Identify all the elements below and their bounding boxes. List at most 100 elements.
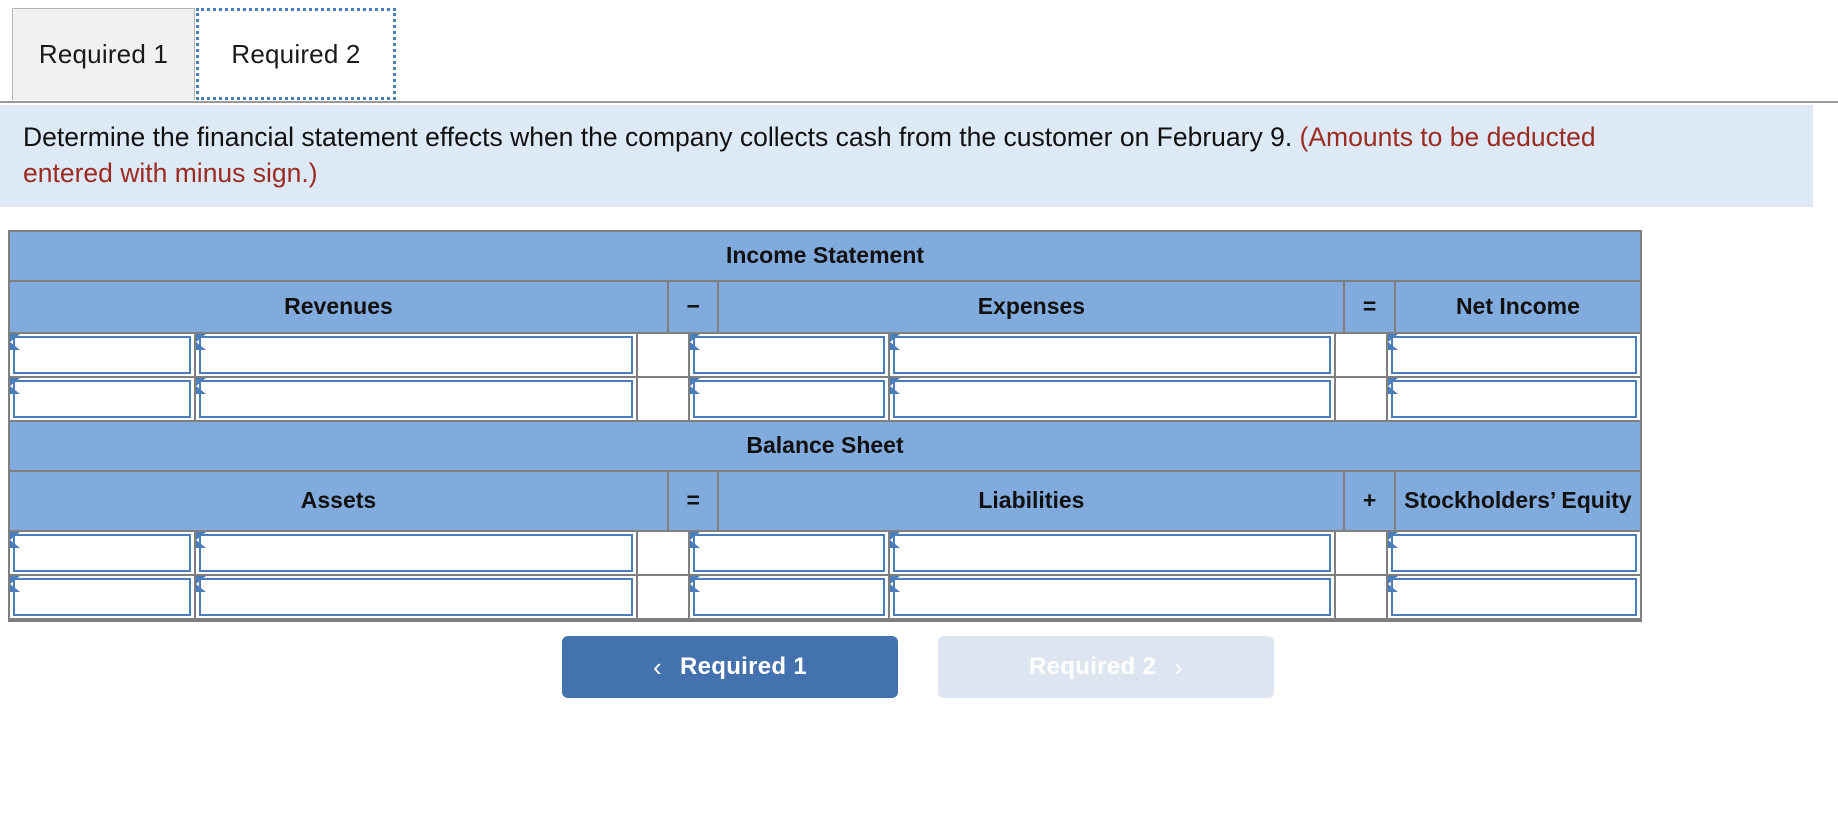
dropdown-caret-icon[interactable] xyxy=(196,532,206,548)
next-button-label: Required 2 xyxy=(1029,653,1157,680)
stockholders-equity-field-1[interactable] xyxy=(1391,534,1637,572)
revenue-account-select-2[interactable] xyxy=(10,378,196,422)
dropdown-caret-icon[interactable] xyxy=(196,576,206,592)
liability-amount-input-2[interactable] xyxy=(890,576,1336,620)
expense-amount-input-1[interactable] xyxy=(890,334,1336,378)
balance-sheet-header-row: Assets = Liabilities + Stockholders’ Equ… xyxy=(10,472,1641,532)
instruction-line-1: Determine the financial statement effect… xyxy=(23,119,1813,155)
asset-amount-input-1[interactable] xyxy=(196,532,638,576)
revenue-account-input-2[interactable] xyxy=(13,380,191,418)
instruction-text-black: Determine the financial statement effect… xyxy=(23,122,1300,152)
dropdown-caret-icon[interactable] xyxy=(1388,532,1398,548)
operator-minus-income: − xyxy=(668,282,720,334)
dropdown-caret-icon[interactable] xyxy=(890,334,900,350)
income-statement-title-row: Income Statement xyxy=(10,232,1640,282)
balance-sheet-title: Balance Sheet xyxy=(10,422,1640,472)
expense-account-select-1[interactable] xyxy=(690,334,890,378)
operator-cell-plus-bs-1 xyxy=(1336,532,1388,576)
column-header-assets: Assets xyxy=(10,472,669,532)
dropdown-caret-icon[interactable] xyxy=(1388,334,1398,350)
chevron-left-icon: ‹ xyxy=(653,651,662,682)
operator-cell-equals-bs-1 xyxy=(638,532,690,576)
dropdown-caret-icon[interactable] xyxy=(196,334,206,350)
income-statement-header-row: Revenues − Expenses = Net Income xyxy=(10,282,1641,334)
net-income-input-1[interactable] xyxy=(1388,334,1640,378)
net-income-input-2[interactable] xyxy=(1388,378,1640,422)
expense-amount-input-2[interactable] xyxy=(890,378,1336,422)
revenue-amount-input-1[interactable] xyxy=(196,334,638,378)
dropdown-caret-icon[interactable] xyxy=(10,334,20,350)
dropdown-caret-icon[interactable] xyxy=(690,576,700,592)
liability-account-input-1[interactable] xyxy=(693,534,885,572)
column-header-net-income: Net Income xyxy=(1395,282,1641,334)
net-income-field-2[interactable] xyxy=(1391,380,1637,418)
asset-account-select-2[interactable] xyxy=(10,576,196,620)
asset-amount-input-2[interactable] xyxy=(196,576,638,620)
column-header-stockholders-equity: Stockholders’ Equity xyxy=(1395,472,1641,532)
expense-account-select-2[interactable] xyxy=(690,378,890,422)
previous-button-label: Required 1 xyxy=(679,653,807,680)
operator-cell-equals-1 xyxy=(1336,334,1388,378)
dropdown-caret-icon[interactable] xyxy=(690,378,700,394)
asset-amount-field-1[interactable] xyxy=(199,534,633,572)
column-header-revenues: Revenues xyxy=(10,282,669,334)
dropdown-caret-icon[interactable] xyxy=(1388,576,1398,592)
revenue-amount-input-2[interactable] xyxy=(196,378,638,422)
net-income-field-1[interactable] xyxy=(1391,336,1637,374)
operator-equals-income: = xyxy=(1345,282,1396,334)
next-required-2-button[interactable]: Required 2 › xyxy=(938,636,1274,698)
expense-account-input-2[interactable] xyxy=(693,380,885,418)
dropdown-caret-icon[interactable] xyxy=(890,576,900,592)
dropdown-caret-icon[interactable] xyxy=(890,378,900,394)
revenue-account-input-1[interactable] xyxy=(13,336,191,374)
dropdown-caret-icon[interactable] xyxy=(10,532,20,548)
dropdown-caret-icon[interactable] xyxy=(890,532,900,548)
liability-account-select-1[interactable] xyxy=(690,532,890,576)
operator-plus-balance: + xyxy=(1345,472,1396,532)
liability-account-select-2[interactable] xyxy=(690,576,890,620)
asset-account-input-1[interactable] xyxy=(13,534,191,572)
dropdown-caret-icon[interactable] xyxy=(10,576,20,592)
asset-account-select-1[interactable] xyxy=(10,532,196,576)
instruction-banner: Determine the financial statement effect… xyxy=(0,105,1813,207)
stockholders-equity-input-1[interactable] xyxy=(1388,532,1640,576)
tab-required-1[interactable]: Required 1 xyxy=(12,8,195,100)
revenue-amount-field-1[interactable] xyxy=(199,336,633,374)
navigation-bar: ‹ Required 1 Required 2 › xyxy=(0,636,1838,698)
dropdown-caret-icon[interactable] xyxy=(196,378,206,394)
dropdown-caret-icon[interactable] xyxy=(10,378,20,394)
instruction-text-red-part-1: (Amounts to be deducted xyxy=(1299,122,1596,152)
operator-cell-minus-2 xyxy=(638,378,690,422)
stockholders-equity-input-2[interactable] xyxy=(1388,576,1640,620)
tab-bar: Required 1 Required 2 xyxy=(0,0,1838,103)
dropdown-caret-icon[interactable] xyxy=(690,532,700,548)
dropdown-caret-icon[interactable] xyxy=(690,334,700,350)
expense-amount-field-2[interactable] xyxy=(893,380,1331,418)
liability-amount-field-1[interactable] xyxy=(893,534,1331,572)
column-header-expenses: Expenses xyxy=(719,282,1346,334)
liability-amount-input-1[interactable] xyxy=(890,532,1336,576)
financial-statement-effects-table: Income Statement Revenues − Expenses = N… xyxy=(8,230,1642,622)
dropdown-caret-icon[interactable] xyxy=(1388,378,1398,394)
revenue-amount-field-2[interactable] xyxy=(199,380,633,418)
liability-account-input-2[interactable] xyxy=(693,578,885,616)
balance-sheet-row-2 xyxy=(10,576,1640,620)
balance-sheet-title-row: Balance Sheet xyxy=(10,422,1640,472)
liability-amount-field-2[interactable] xyxy=(893,578,1331,616)
expense-account-input-1[interactable] xyxy=(693,336,885,374)
stockholders-equity-field-2[interactable] xyxy=(1391,578,1637,616)
previous-required-1-button[interactable]: ‹ Required 1 xyxy=(562,636,898,698)
operator-cell-equals-bs-2 xyxy=(638,576,690,620)
asset-account-input-2[interactable] xyxy=(13,578,191,616)
operator-equals-balance: = xyxy=(668,472,720,532)
income-statement-row-1 xyxy=(10,334,1640,378)
tab-bar-divider xyxy=(0,101,1838,103)
revenue-account-select-1[interactable] xyxy=(10,334,196,378)
operator-cell-equals-2 xyxy=(1336,378,1388,422)
asset-amount-field-2[interactable] xyxy=(199,578,633,616)
expense-amount-field-1[interactable] xyxy=(893,336,1331,374)
tab-required-2[interactable]: Required 2 xyxy=(196,8,396,100)
balance-sheet-row-1 xyxy=(10,532,1640,576)
operator-cell-minus-1 xyxy=(638,334,690,378)
tab-required-1-label: Required 1 xyxy=(38,39,169,69)
